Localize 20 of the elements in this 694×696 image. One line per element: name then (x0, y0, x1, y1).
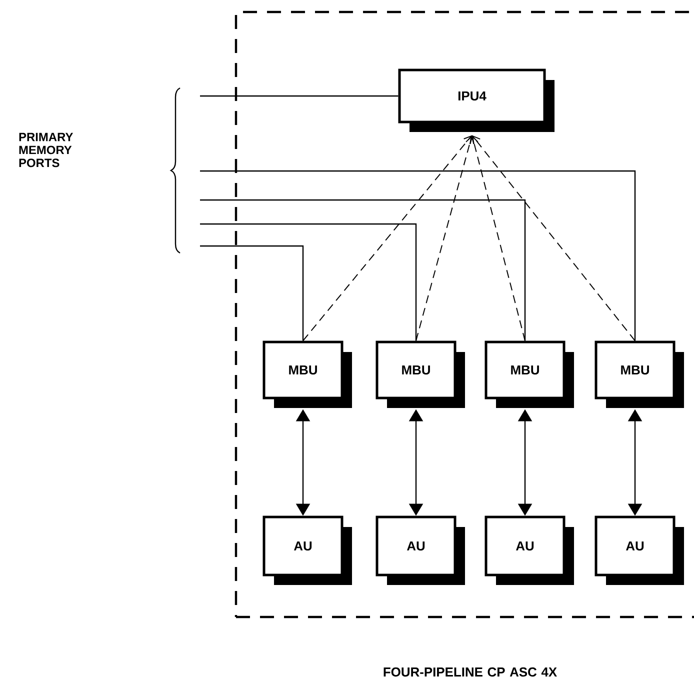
unit-box: MBU (594, 340, 684, 408)
unit-box: AU (262, 516, 352, 585)
connector (200, 199, 526, 341)
connector (470, 135, 526, 342)
unit-box: AU (594, 516, 684, 585)
connector (416, 135, 474, 342)
connector (200, 223, 417, 341)
connector (200, 245, 304, 341)
connector (302, 135, 472, 342)
unit-box: AU (376, 516, 465, 585)
connector (472, 135, 636, 342)
connector (200, 95, 398, 97)
unit-box: MBU (376, 340, 465, 408)
unit-box: AU (484, 516, 574, 585)
unit-box: IPU4 (398, 68, 554, 132)
node-label: FOUR-PIPELINE CP ASC 4X (384, 667, 557, 677)
port-label: PRIMARY MEMORY PORTS (19, 132, 73, 168)
unit-box: MBU (262, 340, 352, 408)
connector (200, 170, 636, 341)
unit-box: MBU (484, 340, 574, 408)
